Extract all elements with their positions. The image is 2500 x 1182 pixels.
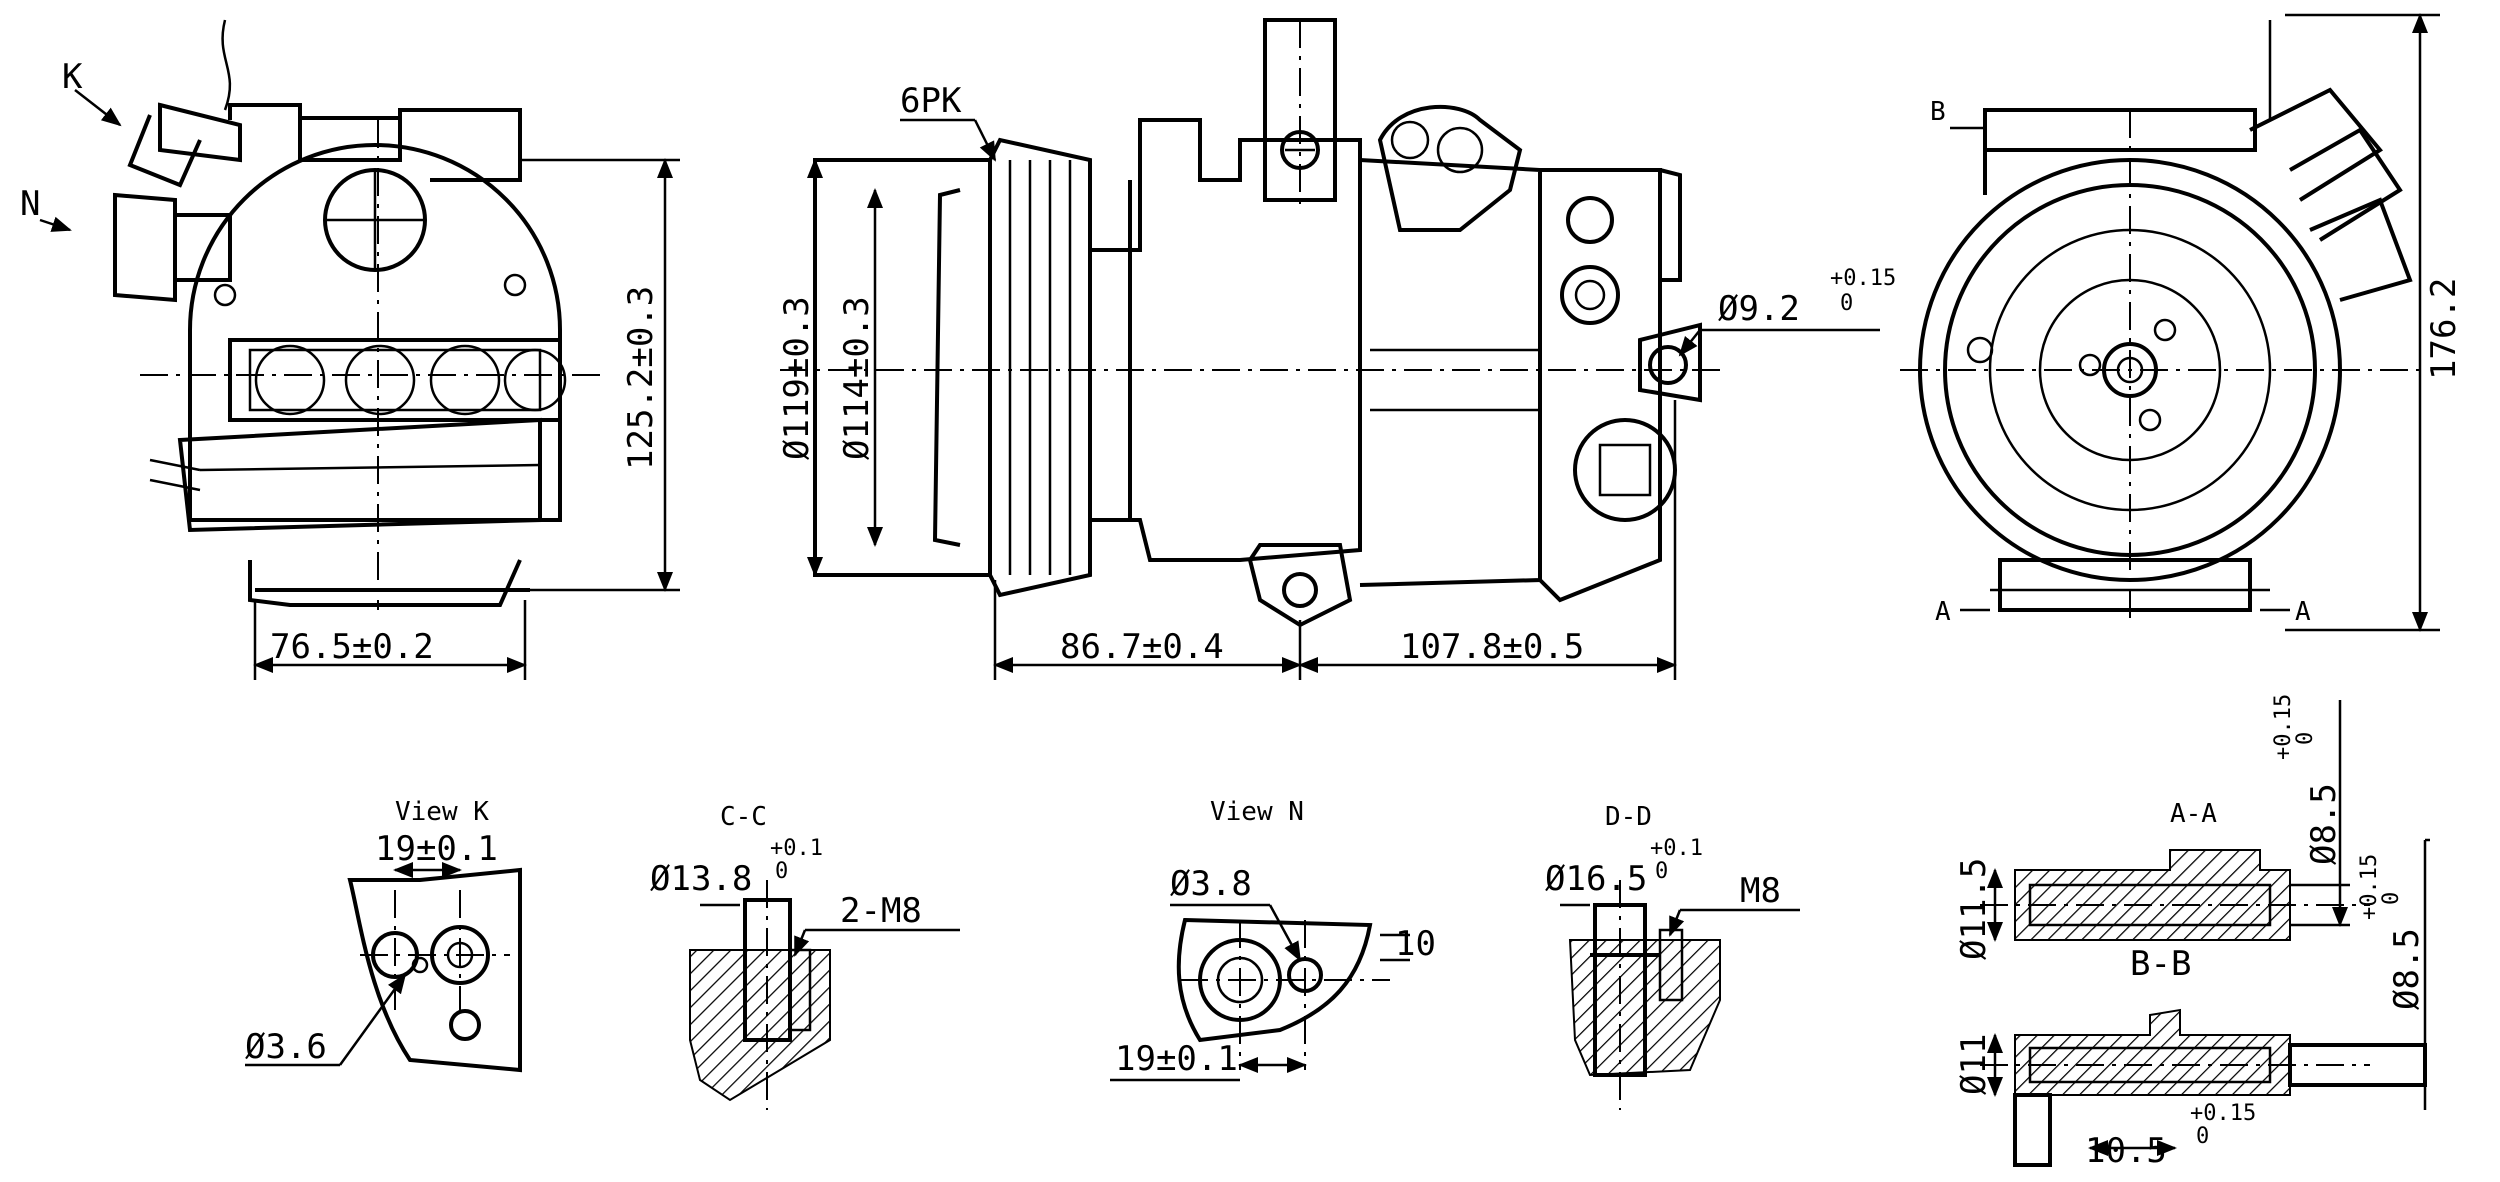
mount-hole-tol-low: 0 xyxy=(1840,291,1853,316)
view-n-detail: View N Ø3.8 19±0.1 10 xyxy=(1110,797,1436,1082)
section-a-length-tol-high: +0.15 xyxy=(2190,1101,2256,1126)
rear-height-dim: 176.2 xyxy=(2424,278,2464,380)
side-view: 6PK Ø119±0.3 Ø114±0.3 Ø9.2 +0.15 0 86.7±… xyxy=(777,18,1896,680)
len-rear-dim: 107.8±0.5 xyxy=(1400,627,1584,667)
len-front-dim: 86.7±0.4 xyxy=(1060,627,1224,667)
section-a-pin-top-tol-high: +0.15 xyxy=(2271,694,2296,760)
arrow-k-label: K xyxy=(62,57,83,97)
view-k-hole: Ø3.6 xyxy=(245,1027,327,1067)
section-c-bore: Ø13.8 xyxy=(650,859,752,899)
view-k-spacing: 19±0.1 xyxy=(375,829,498,869)
section-c-thread: 2-M8 xyxy=(840,891,922,931)
section-a-bore-top: Ø11.5 xyxy=(1954,858,1994,960)
front-view: 76.5±0.2 125.2±0.3 K N xyxy=(20,19,680,680)
section-d-tol-high: +0.1 xyxy=(1650,836,1703,861)
section-a-pin-top: Ø8.5 xyxy=(2304,783,2344,865)
pulley-inner-dim: Ø114±0.3 xyxy=(837,296,877,460)
section-a-length-tol-low: 0 xyxy=(2196,1124,2209,1149)
section-a-marker-right: A xyxy=(2295,597,2311,627)
section-a-pin-top-tol-low: 0 xyxy=(2293,732,2318,745)
section-a-pin-bottom-tol-high: +0.15 xyxy=(2357,854,2382,920)
view-n-spacing: 19±0.1 xyxy=(1115,1039,1238,1079)
mount-hole-dim: Ø9.2 xyxy=(1718,289,1800,329)
section-b-marker: B xyxy=(1930,97,1946,127)
view-k-detail: View K 19±0.1 Ø3.6 xyxy=(245,797,522,1073)
section-a-pin-bottom-tol-low: 0 xyxy=(2379,892,2404,905)
front-width-dim: 76.5±0.2 xyxy=(270,627,434,667)
pulley-outer-dim: Ø119±0.3 xyxy=(777,296,817,460)
section-c-tol-low: 0 xyxy=(775,859,788,884)
section-b-title: B-B xyxy=(2130,944,2191,984)
section-c-title: C-C xyxy=(720,802,767,832)
section-d-title: D-D xyxy=(1605,802,1652,832)
section-d-bore: Ø16.5 xyxy=(1545,859,1647,899)
view-k-title: View K xyxy=(395,797,489,827)
section-d-tol-low: 0 xyxy=(1655,859,1668,884)
section-c-detail: C-C Ø13.8 +0.1 0 2-M8 xyxy=(650,802,960,1110)
section-a-pin-bottom: Ø8.5 xyxy=(2387,928,2427,1010)
section-a-title: A-A xyxy=(2170,799,2217,829)
mount-hole-tol-high: +0.15 xyxy=(1830,266,1896,291)
section-a-detail: A-A Ø11.5 B-B Ø8.5 +0.15 0 Ø11 Ø8.5 +0.1… xyxy=(1954,694,2430,1171)
section-a-bore-bottom: Ø11 xyxy=(1954,1034,1994,1095)
section-a-marker-left: A xyxy=(1935,597,1951,627)
section-c-tol-high: +0.1 xyxy=(770,836,823,861)
rear-view: B A A 176.2 xyxy=(1900,12,2464,632)
belt-label: 6PK xyxy=(900,81,962,121)
front-height-dim: 125.2±0.3 xyxy=(621,286,661,470)
section-d-thread: M8 xyxy=(1740,871,1781,911)
section-a-length: 10.5 xyxy=(2085,1131,2167,1171)
view-n-hole: Ø3.8 xyxy=(1170,864,1252,904)
view-n-ref: 10 xyxy=(1395,924,1436,964)
section-d-detail: D-D Ø16.5 +0.1 0 M8 xyxy=(1545,802,1800,1110)
arrow-n-label: N xyxy=(20,184,40,224)
view-n-title: View N xyxy=(1210,797,1304,827)
